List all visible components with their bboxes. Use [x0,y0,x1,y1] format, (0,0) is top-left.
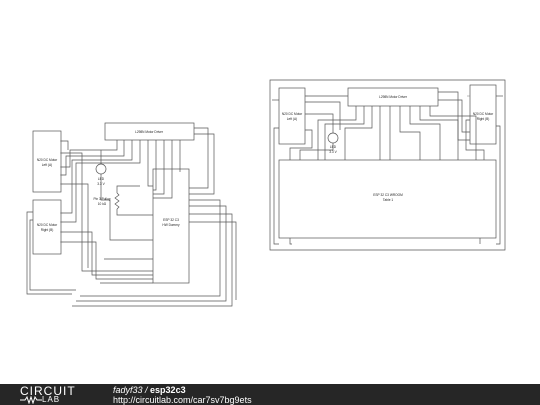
right-motor-a-label-2: Left (A) [287,117,297,121]
right-motor-b-box [469,84,497,145]
left-driver-title: L298N Motor Driver [135,130,164,134]
left-esp-label-2: HW Dummy [162,223,180,227]
author-project-line: fadyf33 / esp32c3 [113,385,186,395]
right-motor-a-label-1: N20 DC Motor [282,112,303,116]
left-motor-b-label-1: N20 DC Motor [37,223,58,227]
right-motor-b-label-1: N20 DC Motor [473,112,494,116]
right-esp-label-2: Table 1 [383,198,394,202]
right-esp-label-1: ESP 32 C3 WROOM [373,193,403,197]
right-led-label-2: 3.3 V [329,150,337,154]
schematic-canvas: L298N Motor Driver N20 DC Motor Left (A)… [26,79,506,307]
left-driver-box [104,122,195,141]
left-resistor-symbol [114,192,120,210]
left-motor-a-label-2: Left (A) [42,163,52,167]
logo-wordmark-top: CIRCUIT [20,384,76,398]
left-esp-label-1: ESP 32 C3 [163,218,179,222]
right-esp-box [278,159,497,239]
right-led-label-1: LED [330,145,337,149]
left-led-symbol [95,163,107,175]
logo-wordmark-bottom: LAB [42,395,61,404]
right-schematic [269,79,506,251]
left-resistor-label-2: 10 kΩ [98,202,107,206]
circuitlab-logo[interactable]: CIRCUIT LAB [20,384,92,404]
left-motor-b-box [32,199,62,255]
left-schematic [26,122,237,307]
right-motor-a-box [278,87,306,145]
left-led-label-2: 3.3 V [97,182,105,186]
resistor-wave-icon [20,396,42,404]
right-driver-title: L298N Motor Driver [379,95,408,99]
project-name[interactable]: esp32c3 [150,385,186,395]
project-url[interactable]: http://circuitlab.com/car7sv7bg9ets [113,395,252,405]
left-motor-a-box [32,130,62,193]
left-led-label-1: LED [98,177,105,181]
left-esp-box [152,168,190,284]
path-separator: / [142,385,151,395]
right-motor-b-label-2: Right (B) [477,117,490,121]
left-motor-a-label-1: N20 DC Motor [37,158,58,162]
left-motor-b-label-2: Right (B) [41,228,54,232]
author-name[interactable]: fadyf33 [113,385,143,395]
left-resistor-label-1: Pin 3 Pullup [93,197,110,201]
right-driver-box [347,87,439,107]
schematic-drawing: L298N Motor Driver N20 DC Motor Left (A)… [26,79,506,307]
footer-bar: CIRCUIT LAB fadyf33 / esp32c3 http://cir… [0,384,540,405]
right-led-symbol [327,132,339,144]
